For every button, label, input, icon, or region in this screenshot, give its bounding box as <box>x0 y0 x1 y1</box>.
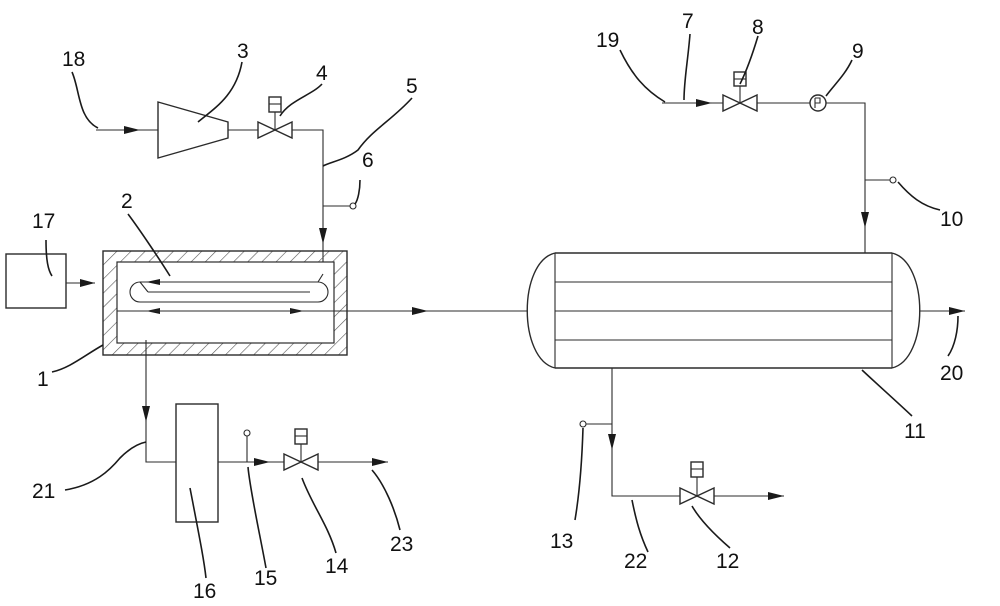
label-17: 17 <box>32 210 55 233</box>
box-17 <box>5 253 67 309</box>
label-23: 23 <box>390 533 413 556</box>
leader-lines <box>45 33 959 579</box>
label-3: 3 <box>237 40 249 63</box>
pipe-22 <box>611 368 680 497</box>
label-6: 6 <box>362 149 374 172</box>
label-19: 19 <box>596 29 619 52</box>
pipe-to-vessel-top <box>826 102 866 253</box>
heater-1 <box>102 250 348 356</box>
label-18: 18 <box>62 48 85 71</box>
label-20: 20 <box>940 362 963 385</box>
label-2: 2 <box>121 190 133 213</box>
compressor-3 <box>157 101 229 159</box>
label-11: 11 <box>904 420 926 443</box>
valve-4 <box>257 96 293 140</box>
label-9: 9 <box>852 40 864 63</box>
label-5: 5 <box>406 75 418 98</box>
vessel-11 <box>526 252 921 369</box>
instrument-13 <box>579 420 587 428</box>
label-21: 21 <box>32 480 55 503</box>
instrument-10 <box>889 176 897 184</box>
label-8: 8 <box>752 16 764 39</box>
coil-2 <box>129 273 329 303</box>
label-14: 14 <box>325 555 349 578</box>
label-1: 1 <box>37 368 49 391</box>
valve-8 <box>722 71 758 113</box>
label-10: 10 <box>940 208 963 231</box>
label-22: 22 <box>624 550 647 573</box>
label-16: 16 <box>193 580 216 603</box>
label-13: 13 <box>550 530 573 553</box>
valve-14 <box>283 428 319 472</box>
instrument-15 <box>243 429 251 437</box>
label-4: 4 <box>316 62 328 85</box>
valve-12 <box>679 461 715 506</box>
instrument-6 <box>349 202 357 210</box>
flowmeter-9 <box>809 94 827 112</box>
pipe-5 <box>292 129 324 268</box>
pipe-21 <box>145 340 176 463</box>
separator-16 <box>175 403 219 523</box>
label-7: 7 <box>682 10 694 33</box>
label-15: 15 <box>254 567 277 590</box>
label-12: 12 <box>716 550 739 573</box>
